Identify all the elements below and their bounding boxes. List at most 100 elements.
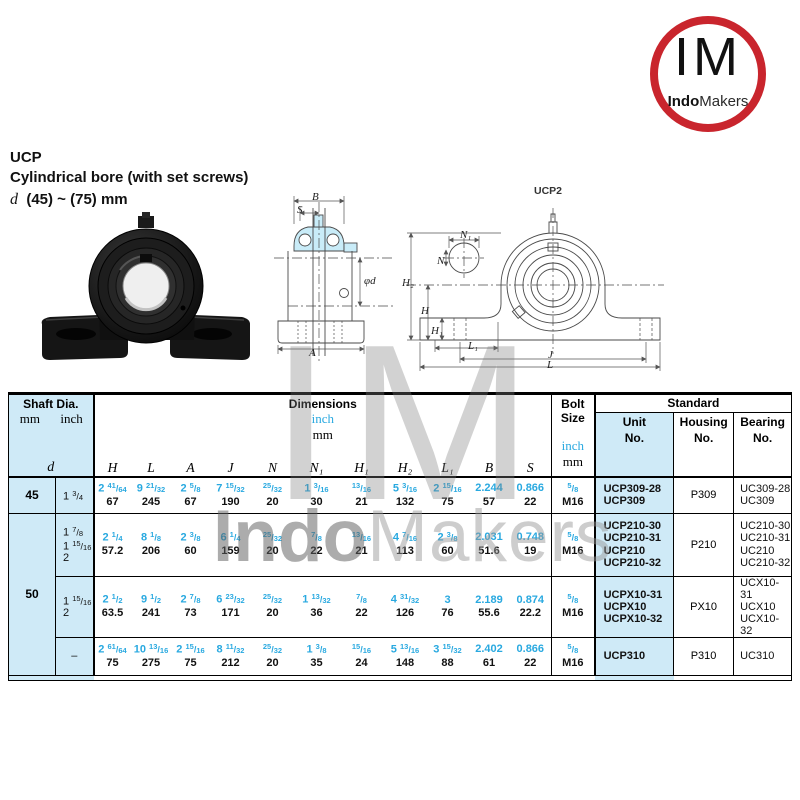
logo-brand-text: IndoMakers: [650, 94, 766, 109]
dim-letter-H₁: H₁: [354, 460, 369, 475]
shaft-inch-size: 1 15/16: [63, 594, 92, 608]
bearing-no-value: UC210: [740, 544, 775, 557]
dim-label-n: N: [437, 255, 445, 267]
side-view-drawing: [274, 196, 394, 363]
shaft-inch-size: 1 3/4: [63, 488, 84, 502]
series-title: UCP: [10, 149, 42, 166]
bearing-no-value: UCX10-32: [740, 612, 780, 637]
unit-no-value: UCPX10-32: [603, 612, 663, 625]
dim-label-s: S: [297, 204, 303, 216]
shaft-inch-size: 1 7/8: [63, 525, 84, 539]
unit-no-value: UCP210-30: [603, 520, 662, 533]
dim-label-b: B: [312, 191, 319, 203]
shaft-inch-size: 1 15/16: [63, 538, 92, 552]
shaft-inch-size: 2: [63, 607, 70, 620]
bore-range: d (45) ~ (75) mm: [10, 189, 248, 211]
shaft-dia-header: Shaft Dia. mm inch: [8, 393, 95, 456]
standard-title: Standard: [595, 395, 792, 413]
bearing-no-value: UCX10: [740, 600, 776, 613]
subtitle: Cylindrical bore (with set screws): [10, 169, 249, 187]
bolt-size-header: Bolt Size inch mm: [551, 393, 596, 477]
dim-letter-N: N: [267, 460, 277, 475]
unit-no-value: UCPX10: [603, 600, 647, 613]
logo-initials: IM: [674, 27, 742, 87]
bearing-no-value: UCX10-31: [740, 576, 780, 601]
range-text: (45) ~ (75) mm: [26, 190, 128, 208]
table-header: Shaft Dia. mm inch Dimensions inch mm Bo…: [8, 393, 792, 478]
housing-no-cell: PX10: [673, 575, 734, 638]
dim-label-h2: H₂: [402, 277, 414, 289]
dim-letter-H: H: [107, 460, 118, 475]
shaft-inch-cell: 1 3/4: [55, 477, 95, 513]
indomakers-logo: IM IndoMakers: [650, 16, 766, 132]
d-column-label: d: [8, 455, 95, 477]
dim-label-a: A: [309, 347, 316, 359]
shaft-mm-label: mm: [19, 411, 40, 426]
housing-no-cell: P310: [673, 636, 734, 676]
dim-label-phid: φd: [364, 275, 376, 287]
dim-letter-H₂: H₂: [397, 460, 413, 475]
bearing-no-cell: UC310: [733, 636, 792, 676]
logo-brand-light: Makers: [699, 93, 749, 110]
dim-letter-A: A: [186, 460, 195, 475]
figure-area: UCP2 B S φd A N₁ N H₂ H H₁ L₁ J L: [0, 180, 800, 394]
dim-label-h: H: [421, 305, 429, 317]
dim-label-h1: H₁: [431, 325, 443, 337]
unit-no-value: UCP210: [603, 544, 646, 557]
bearing-no-value: UC210-31: [740, 532, 791, 545]
bolt-mm-label: mm: [562, 454, 583, 469]
bolt-line1: Bolt: [561, 397, 585, 411]
unit-no-value: UCP310: [603, 650, 646, 663]
housing-no-cell: P210: [673, 512, 734, 576]
dim-letter-B: B: [484, 460, 494, 475]
bearing-no-value: UC210-30: [740, 520, 791, 533]
shaft-mm-cell: 50: [8, 512, 56, 676]
shaft-inch-size: –: [71, 650, 78, 663]
dim-label-n1: N₁: [460, 229, 472, 241]
dims-inch-label: inch: [311, 411, 334, 426]
dim-label-l: L: [547, 359, 554, 371]
unit-no-value: UCP210-32: [603, 556, 662, 569]
logo-ring: [650, 16, 766, 132]
